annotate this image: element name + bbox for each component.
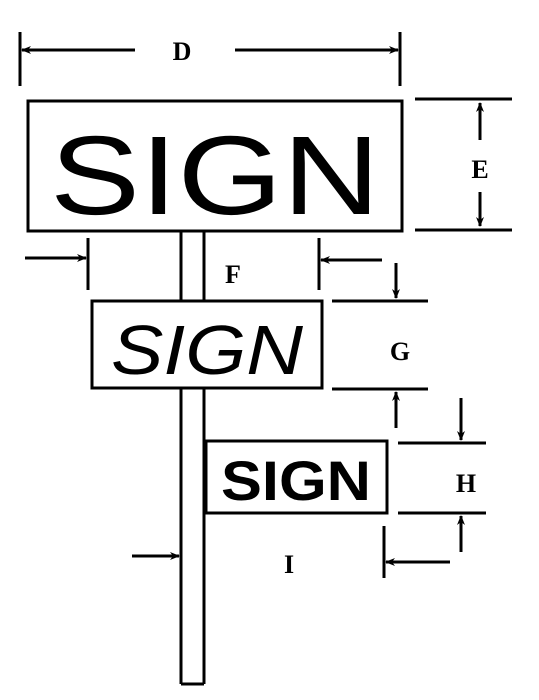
dimension-label-d: D bbox=[173, 37, 192, 66]
dimension-label-h: H bbox=[456, 469, 476, 498]
dimension-h bbox=[398, 398, 486, 552]
dimension-g bbox=[332, 263, 428, 428]
top-sign-text: SIGN bbox=[50, 113, 380, 238]
dimension-label-i: I bbox=[284, 550, 294, 579]
dimension-d bbox=[18, 32, 402, 86]
bottom-sign-board bbox=[204, 439, 389, 515]
middle-sign-text: SIGN bbox=[111, 311, 303, 389]
bottom-sign-text: SIGN bbox=[221, 449, 371, 512]
dimension-label-g: G bbox=[390, 337, 410, 366]
dimension-i bbox=[132, 526, 450, 578]
dimension-e bbox=[415, 97, 512, 232]
dimension-label-f: F bbox=[225, 260, 241, 289]
dimension-label-e: E bbox=[471, 155, 488, 184]
top-sign-board bbox=[26, 99, 404, 233]
dimension-f bbox=[25, 238, 382, 290]
middle-sign-board bbox=[90, 299, 324, 390]
